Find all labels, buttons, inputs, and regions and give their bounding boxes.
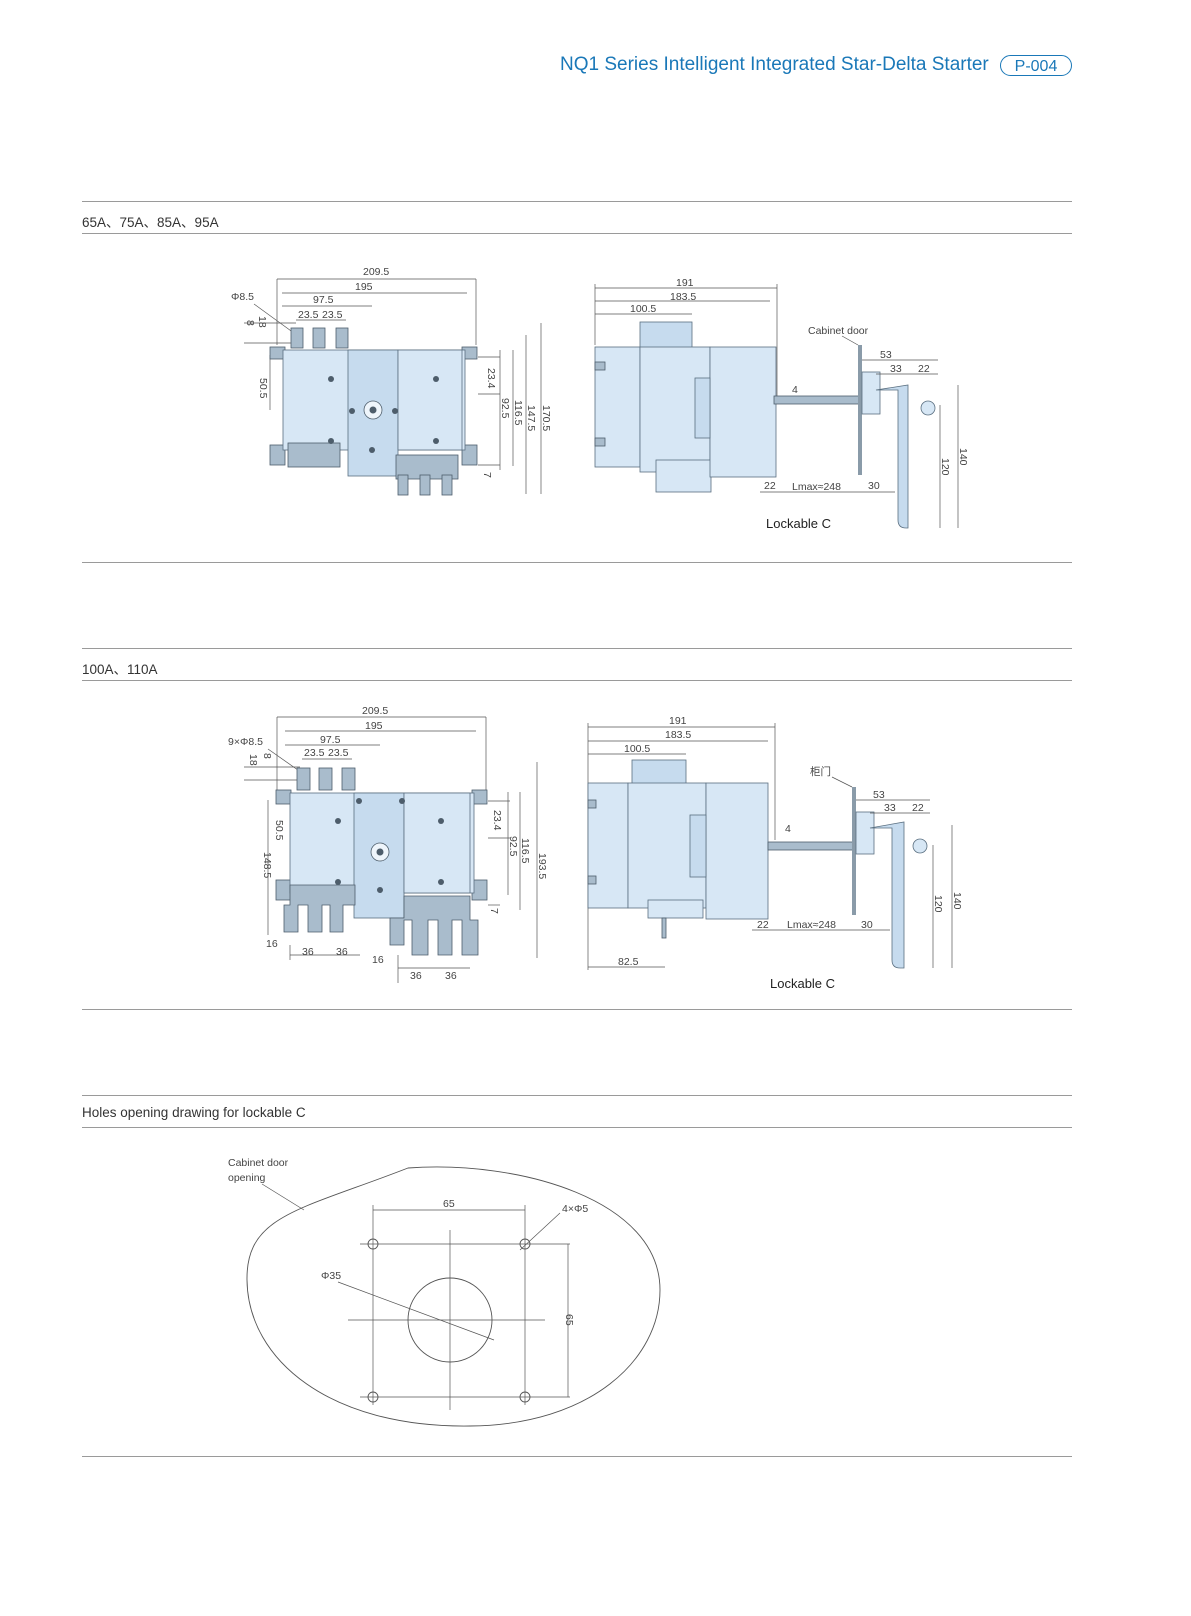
dim-text: 8 bbox=[261, 753, 273, 759]
dim-text: 147.5 bbox=[525, 405, 537, 431]
dim-text: 65 bbox=[563, 1314, 575, 1326]
section-rule bbox=[82, 1456, 1072, 1457]
dim-text: 36 bbox=[410, 970, 422, 982]
dim-text: Φ35 bbox=[321, 1270, 341, 1282]
dim-text: 33 bbox=[890, 363, 902, 375]
dim-text: 100.5 bbox=[624, 743, 650, 755]
dim-text: 116.5 bbox=[519, 838, 531, 864]
section-label-100a-110a: 100A、110A bbox=[82, 662, 158, 677]
dim-text: Lmax≈248 bbox=[792, 481, 841, 493]
header-title: NQ1 Series Intelligent Integrated Star-D… bbox=[560, 54, 989, 75]
drawing-caption: Lockable C bbox=[770, 976, 835, 991]
section-rule bbox=[82, 562, 1072, 563]
dim-text: 53 bbox=[880, 349, 892, 361]
dim-text: 193.5 bbox=[536, 853, 548, 879]
dim-text: 23.5 bbox=[328, 747, 349, 759]
dim-text: 183.5 bbox=[665, 729, 691, 741]
dim-text: 209.5 bbox=[362, 705, 388, 717]
dim-text: 30 bbox=[868, 480, 880, 492]
dim-text: 7 bbox=[488, 908, 500, 914]
dim-text: 148.5 bbox=[261, 852, 273, 878]
dim-text: 65 bbox=[443, 1198, 455, 1210]
dim-text: 183.5 bbox=[670, 291, 696, 303]
dim-text: 23.5 bbox=[322, 309, 343, 321]
dim-text: 30 bbox=[861, 919, 873, 931]
dim-text: 92.5 bbox=[499, 398, 511, 419]
dim-text: Lmax≈248 bbox=[787, 919, 836, 931]
section-rule bbox=[82, 1095, 1072, 1096]
dim-text: 191 bbox=[669, 715, 687, 727]
dim-text: 53 bbox=[873, 789, 885, 801]
dim-text: 18 bbox=[256, 316, 268, 328]
dim-text: 33 bbox=[884, 802, 896, 814]
dim-text: 116.5 bbox=[512, 400, 524, 426]
dim-text: 36 bbox=[445, 970, 457, 982]
drawing1-front-view: 209.5 195 97.5 23.5 23.5 Φ8.5 8 18 16 50… bbox=[231, 266, 552, 496]
section-rule bbox=[82, 233, 1072, 234]
dim-text: 82.5 bbox=[618, 956, 639, 968]
dim-text: 120 bbox=[932, 895, 944, 913]
dim-text: 22 bbox=[918, 363, 930, 375]
dim-text: 92.5 bbox=[507, 836, 519, 857]
dim-text: 16 bbox=[372, 954, 384, 966]
dim-text: 4×Φ5 bbox=[562, 1203, 588, 1215]
drawing1-side-view: 191 183.5 100.5 Cabinet door 4 53 33 22 … bbox=[594, 277, 969, 531]
dim-text: 23.5 bbox=[298, 309, 319, 321]
dim-text: 36 bbox=[336, 946, 348, 958]
drawing2-side-view: 191 183.5 100.5 柜门 4 53 33 22 22 Lmax≈24… bbox=[587, 715, 963, 991]
dim-text: 170.5 bbox=[540, 405, 552, 431]
dim-text: 22 bbox=[764, 480, 776, 492]
drawing3-holes-opening: Cabinet door opening 65 4×Φ5 Φ35 65 bbox=[228, 1157, 661, 1427]
section-rule bbox=[82, 201, 1072, 202]
dim-text: 97.5 bbox=[313, 294, 334, 306]
drawing-caption: Lockable C bbox=[766, 516, 831, 531]
dim-text: 140 bbox=[951, 892, 963, 910]
dim-text: 100.5 bbox=[630, 303, 656, 315]
dim-text: 50.5 bbox=[257, 378, 269, 399]
section-rule bbox=[82, 1009, 1072, 1010]
dim-text: 50.5 bbox=[273, 820, 285, 841]
opening-label: Cabinet door bbox=[228, 1157, 289, 1169]
dim-text: 22 bbox=[912, 802, 924, 814]
page-number-badge: P-004 bbox=[1000, 55, 1072, 76]
dim-text: 4 bbox=[785, 823, 791, 835]
dim-text: 209.5 bbox=[363, 266, 389, 278]
dim-text: 8 bbox=[244, 320, 256, 326]
dim-text: 191 bbox=[676, 277, 694, 289]
dim-text: 140 bbox=[957, 448, 969, 466]
dim-text: 23.4 bbox=[485, 368, 497, 389]
section-label-65a-95a: 65A、75A、85A、95A bbox=[82, 215, 219, 230]
dim-text: 18 bbox=[247, 754, 259, 766]
section-label-holes-opening: Holes opening drawing for lockable C bbox=[82, 1105, 306, 1120]
dim-text: 9×Φ8.5 bbox=[228, 736, 263, 748]
section-rule bbox=[82, 1127, 1072, 1128]
dim-text: 97.5 bbox=[320, 734, 341, 746]
drawing2-front-view: 209.5 195 97.5 23.5 23.5 9×Φ8.5 8 18 50.… bbox=[228, 705, 548, 983]
dim-text: 195 bbox=[365, 720, 383, 732]
section-rule bbox=[82, 680, 1072, 681]
dim-text: 195 bbox=[355, 281, 373, 293]
dim-text: 120 bbox=[939, 458, 951, 476]
dim-text: 22 bbox=[757, 919, 769, 931]
dim-text: 7 bbox=[481, 472, 493, 478]
dim-text: 16 bbox=[266, 938, 278, 950]
dim-text: 4 bbox=[792, 384, 798, 396]
opening-label: opening bbox=[228, 1172, 266, 1184]
door-label: Cabinet door bbox=[808, 325, 869, 337]
dim-text: 36 bbox=[302, 946, 314, 958]
section-rule bbox=[82, 648, 1072, 649]
dim-text: 23.4 bbox=[491, 810, 503, 831]
dim-text: Φ8.5 bbox=[231, 291, 254, 303]
door-label: 柜门 bbox=[810, 765, 831, 778]
dim-text: 23.5 bbox=[304, 747, 325, 759]
